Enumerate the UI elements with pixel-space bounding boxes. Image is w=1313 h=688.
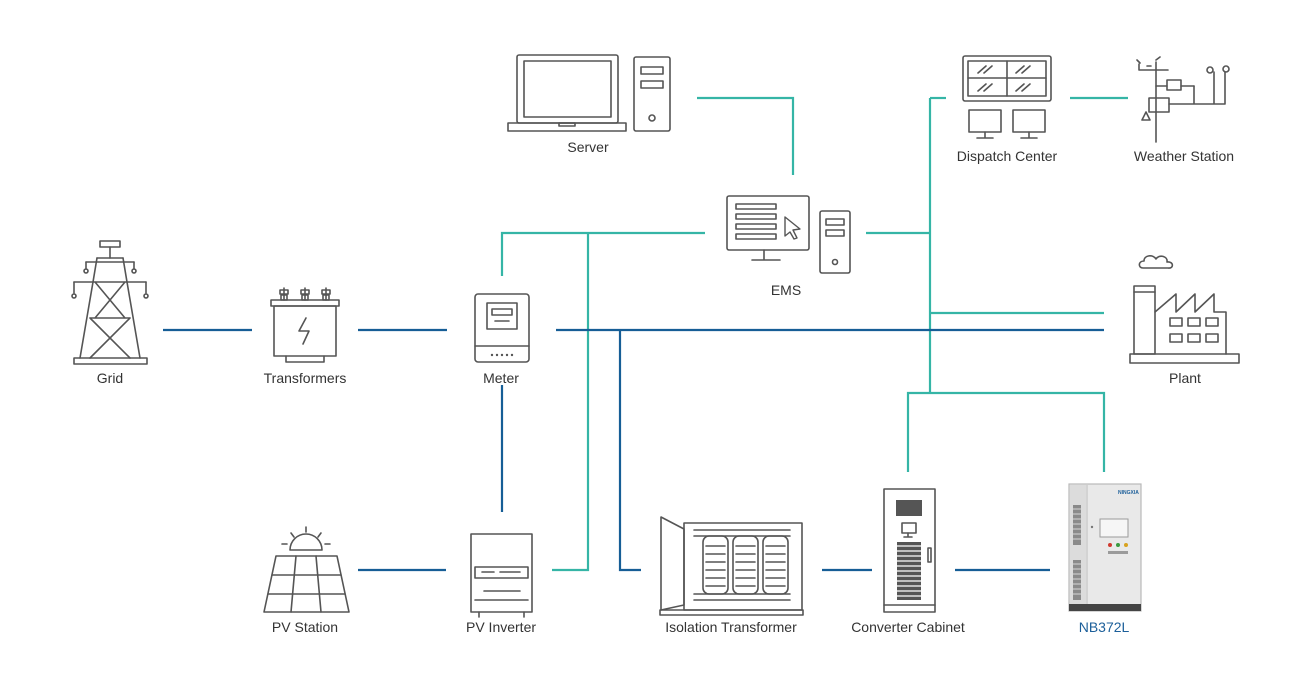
isolation-transformer-icon — [659, 516, 804, 616]
converter-cabinet-label: Converter Cabinet — [851, 619, 965, 635]
brand-logo: NINGXIA — [1118, 490, 1139, 496]
communication-lines — [500, 96, 1128, 572]
ems-label: EMS — [770, 282, 802, 298]
bus-isolation-line — [618, 330, 641, 572]
dispatch-center-label: Dispatch Center — [956, 148, 1058, 164]
ems-meter-link — [500, 231, 705, 276]
inverter-icon — [470, 533, 533, 618]
factory-icon — [1129, 255, 1240, 364]
converter-cabinet-icon — [883, 488, 936, 613]
transformer-icon — [270, 287, 340, 363]
power-lines — [163, 328, 1104, 572]
meter-label: Meter — [483, 370, 519, 386]
plant-label: Plant — [1169, 370, 1201, 386]
laptop-server-icon — [507, 54, 671, 132]
converter-nb372l-comm-link — [906, 391, 1106, 472]
nb372l-label: NB372L — [1078, 619, 1130, 635]
transformers-label: Transformers — [263, 370, 347, 386]
meter-icon — [474, 293, 530, 363]
weather-station-label: Weather Station — [1133, 148, 1235, 164]
ems-workstation-icon — [726, 195, 851, 274]
weather-station-icon — [1136, 56, 1230, 143]
grid-label: Grid — [96, 370, 124, 386]
battery-cabinet-icon: NINGXIA — [1068, 483, 1142, 612]
dispatch-center-icon — [962, 55, 1052, 139]
transmission-tower-icon — [71, 240, 149, 365]
ems-pv-inverter-link — [552, 233, 590, 572]
pv-station-label: PV Station — [271, 619, 339, 635]
solar-panel-icon — [263, 526, 350, 613]
server-ems-link — [697, 96, 795, 175]
isolation-transformer-label: Isolation Transformer — [665, 619, 797, 635]
server-label: Server — [567, 139, 609, 155]
pv-inverter-label: PV Inverter — [465, 619, 537, 635]
